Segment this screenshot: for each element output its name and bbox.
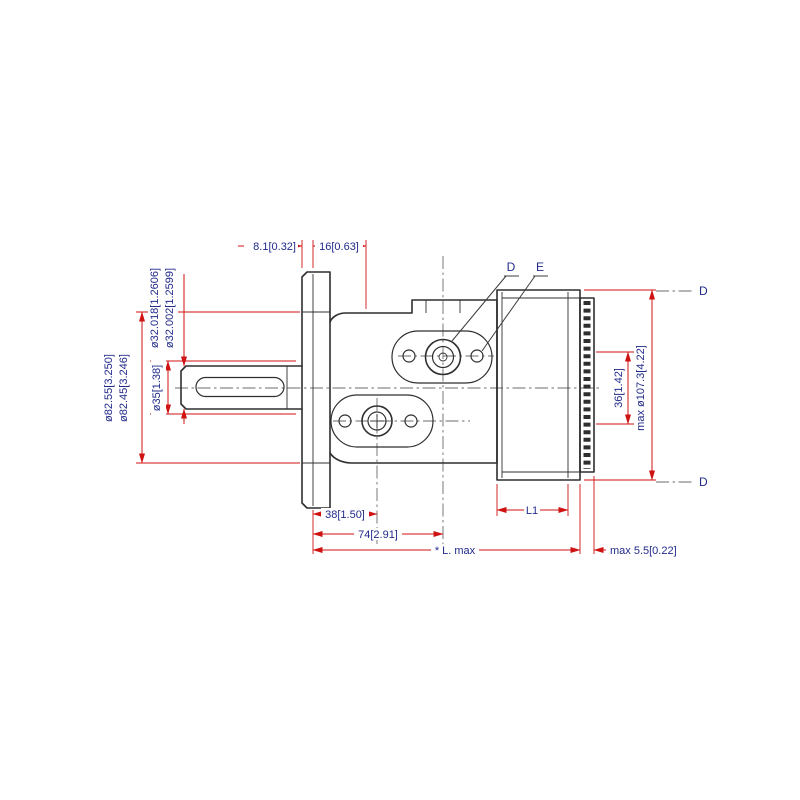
spline-end-cap	[579, 297, 595, 473]
lower-bolt-hole-right	[404, 414, 418, 428]
dimension-text-backgrounds	[148, 240, 540, 556]
dim-text-bg	[354, 528, 402, 540]
dim-text-38: 38[1.50]	[325, 509, 365, 521]
dim-text-max-5-5: max 5.5[0.22]	[610, 545, 677, 557]
dim-text-bg	[321, 508, 369, 520]
dim-text-dia-82-55: ø82.55[3.250]	[103, 354, 115, 422]
plug-circle-inner	[367, 411, 387, 431]
dim-text-36: 36[1.42]	[613, 368, 625, 408]
dim-text-dia-32-002: ø32.002[1.2599]	[164, 268, 176, 348]
shaft-keyway	[195, 376, 285, 398]
valve-housing	[329, 299, 498, 464]
upper-bolt-hole-right	[470, 349, 484, 363]
dim-text-bg	[431, 544, 479, 556]
dim-text-74: 74[2.91]	[358, 529, 398, 541]
leader-e	[481, 275, 536, 352]
dim-text-8-1: 8.1[0.32]	[253, 241, 296, 253]
port-circle-inner	[431, 345, 455, 369]
port-leaders	[451, 275, 548, 352]
port-circle-outer	[424, 338, 462, 376]
dim-text-dia-82-45: ø82.45[3.246]	[118, 354, 130, 422]
dimension-texts: 8.1[0.32] 16[0.63] ø82.55[3.250] ø82.45[…	[103, 241, 708, 557]
leader-d	[451, 275, 507, 342]
dim-text-dia-35: ø35[1.38]	[151, 365, 163, 411]
dim-text-bg	[151, 360, 166, 418]
upper-casting-lobe	[391, 330, 493, 384]
lower-bolt-hole-left	[338, 414, 352, 428]
port-circle-center	[438, 352, 448, 362]
upper-bolt-hole-left	[402, 349, 416, 363]
mounting-flange	[301, 271, 331, 509]
dim-text-dia-107: max ø107.3[4.22]	[635, 345, 647, 431]
dim-text-bg	[524, 504, 540, 516]
dim-text-l-max: * L. max	[435, 545, 476, 557]
output-shaft	[180, 365, 303, 410]
plug-circle-outer	[361, 405, 393, 437]
dim-text-bg	[315, 240, 363, 252]
dim-text-dia-32-018: ø32.018[1.2606]	[149, 268, 161, 348]
lower-casting-lobe	[330, 394, 434, 448]
dim-text-bg	[244, 240, 298, 252]
port-label-e: E	[536, 260, 544, 274]
section-label-d-bottom: D	[699, 475, 708, 489]
port-label-d: D	[507, 260, 516, 274]
dim-text-l1: L1	[526, 505, 538, 517]
motor-body	[180, 271, 595, 509]
dim-text-bg	[148, 260, 178, 355]
centerlines	[175, 256, 694, 544]
section-label-d-top: D	[699, 284, 708, 298]
dim-text-16: 16[0.63]	[319, 241, 359, 253]
